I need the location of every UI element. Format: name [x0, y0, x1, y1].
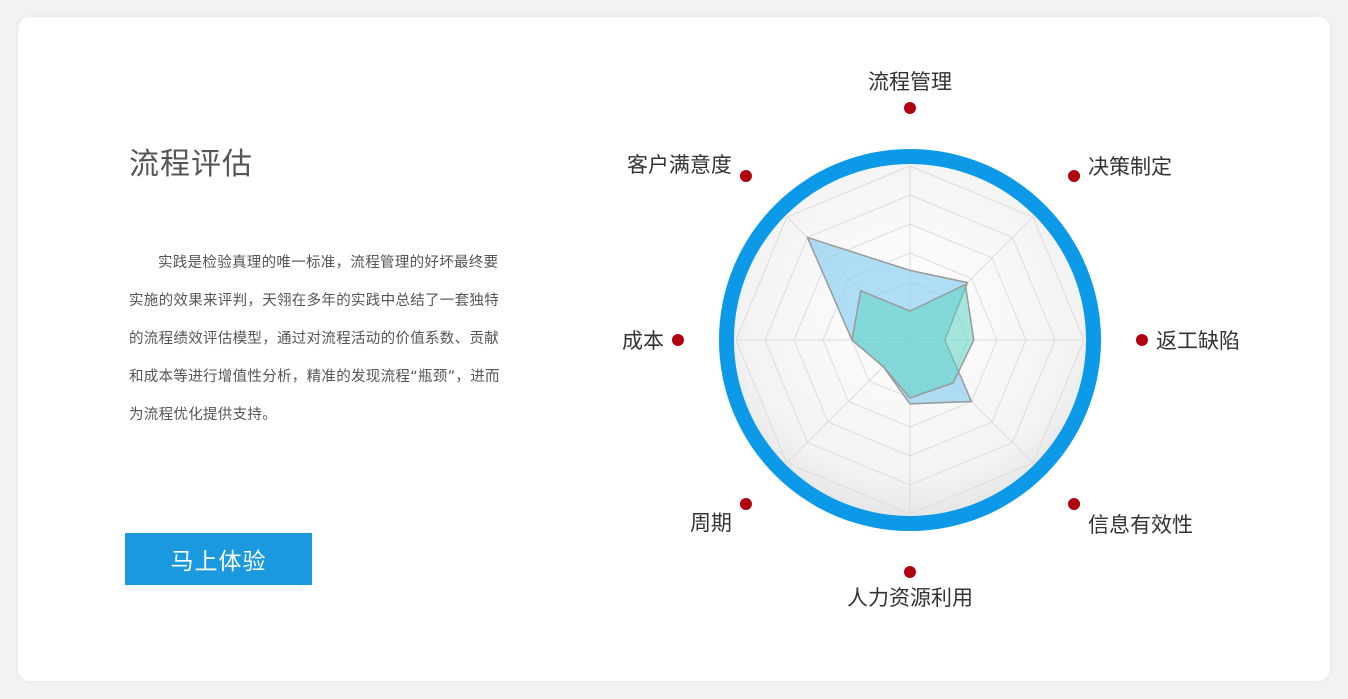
axis-marker-dot	[904, 102, 916, 114]
radar-series	[806, 236, 975, 405]
axis-label: 返工缺陷	[1156, 329, 1240, 353]
axis-marker-dot	[739, 498, 752, 511]
axis-label: 人力资源利用	[847, 586, 973, 610]
axis-marker-dot	[739, 169, 752, 182]
axis-marker-dot	[1136, 334, 1148, 346]
axis-marker-dot	[904, 566, 916, 578]
try-now-button[interactable]: 马上体验	[125, 533, 312, 585]
axis-label: 成本	[622, 329, 664, 353]
axis-label: 决策制定	[1088, 154, 1173, 179]
axis-label: 流程管理	[868, 70, 952, 94]
section-description: 实践是检验真理的唯一标准，流程管理的好坏最终要实施的效果来评判，天翎在多年的实践…	[129, 255, 500, 423]
axis-marker-dot	[672, 334, 684, 346]
axis-label: 信息有效性	[1088, 513, 1194, 538]
axis-label: 周期	[689, 511, 732, 536]
radar-markers	[672, 102, 1148, 578]
radar-series-area-2	[851, 283, 975, 399]
axis-label: 客户满意度	[626, 152, 732, 177]
axis-marker-dot	[1068, 498, 1081, 511]
section-title: 流程评估	[129, 147, 253, 182]
axis-marker-dot	[1068, 169, 1081, 182]
